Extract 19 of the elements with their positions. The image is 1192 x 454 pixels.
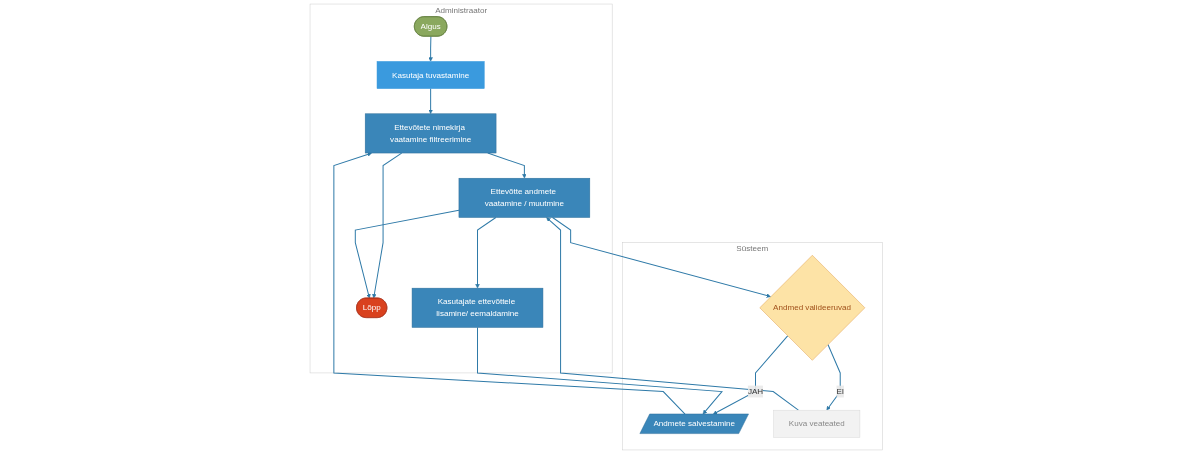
arrow: [428, 36, 433, 62]
node-box: Kasutajate ettevõttele lisamine/ eemaldamine: [411, 287, 544, 328]
arrow: [354, 209, 460, 299]
arrow: [826, 344, 841, 411]
node-box: Ettevõtte andmete vaatamine / muutmine: [458, 177, 590, 218]
arrow: [475, 217, 497, 289]
node-box: Kasutaja tuvastamine: [376, 61, 485, 89]
arrow: [372, 152, 402, 299]
arrow: [428, 88, 433, 114]
arrow: [712, 335, 788, 415]
node-box: Ettevõtete nimekirja vaatamine filtreerimine: [364, 113, 497, 154]
arrow: [333, 152, 686, 415]
node-box: Kuva veateated: [773, 409, 860, 438]
edge-label: EI: [836, 387, 844, 396]
edge-label: JAH: [747, 387, 763, 396]
arrow: [546, 217, 799, 411]
arrow: [476, 326, 723, 415]
arrow: [551, 217, 771, 298]
node-diamond: Andmed valideeruvad: [759, 255, 865, 361]
